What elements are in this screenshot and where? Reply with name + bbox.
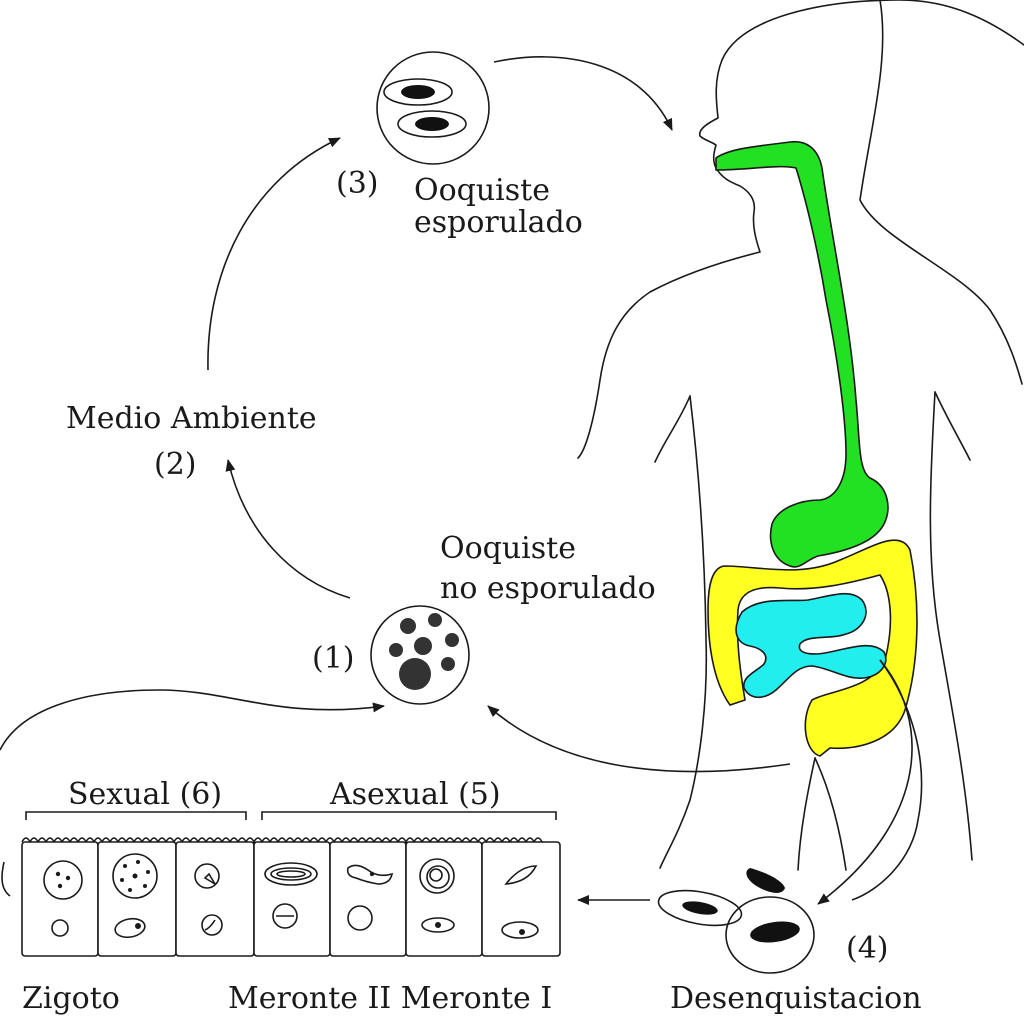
oocyst-unsporulated-label-1: Ooquiste [440, 531, 576, 566]
excystation-sporocysts [657, 868, 815, 974]
arrow-intestine-to-unsporulated [487, 705, 791, 773]
zygote-label: Zigoto [22, 981, 120, 1016]
stage4-number: (4) [846, 931, 889, 966]
esophagus-stomach [715, 140, 889, 568]
arrow-cells-tail [1, 861, 11, 897]
small-intestine [735, 592, 887, 699]
arrow-environment-to-sporulated [207, 137, 341, 371]
digestive-tract [707, 140, 923, 901]
meronts-label: Meronte II Meronte I [228, 981, 552, 1016]
stage3-number: (3) [336, 166, 379, 201]
cell-7 [481, 841, 561, 957]
oocyst-sporulated-label-1: Ooquiste [414, 173, 550, 208]
oocyst-unsporulated-label-2: no esporulado [440, 571, 656, 606]
arrow-intestine-to-excystation [817, 659, 913, 905]
epithelial-cell-row [21, 811, 561, 957]
labels: (3) Ooquiste esporulado Medio Ambiente (… [22, 166, 922, 1016]
asexual-label: Asexual (5) [329, 777, 501, 812]
cell-3 [175, 841, 255, 957]
unsporulated-oocyst [370, 605, 470, 705]
stage1-number: (1) [312, 641, 355, 676]
oocyst-sporulated-label-2: esporulado [414, 205, 583, 240]
arrow-sporulated-to-mouth [493, 56, 673, 131]
human-body-outline [577, 0, 1024, 871]
arrow-cells-to-unsporulated [0, 689, 385, 751]
large-intestine [707, 539, 918, 757]
asexual-bracket [261, 811, 557, 820]
cell-5 [329, 841, 407, 957]
sexual-bracket [25, 811, 247, 820]
cell-4 [253, 841, 331, 957]
cell-6 [405, 841, 483, 957]
excystation-label: Desenquistacion [670, 981, 922, 1016]
cycle-arrows [0, 56, 913, 905]
sexual-label: Sexual (6) [68, 777, 222, 812]
environment-label: Medio Ambiente [66, 401, 317, 436]
sporulated-oocyst [376, 51, 490, 165]
environment-number: (2) [154, 447, 197, 482]
cell-2 [97, 841, 177, 957]
arrow-unsporulated-to-environment [225, 459, 351, 599]
